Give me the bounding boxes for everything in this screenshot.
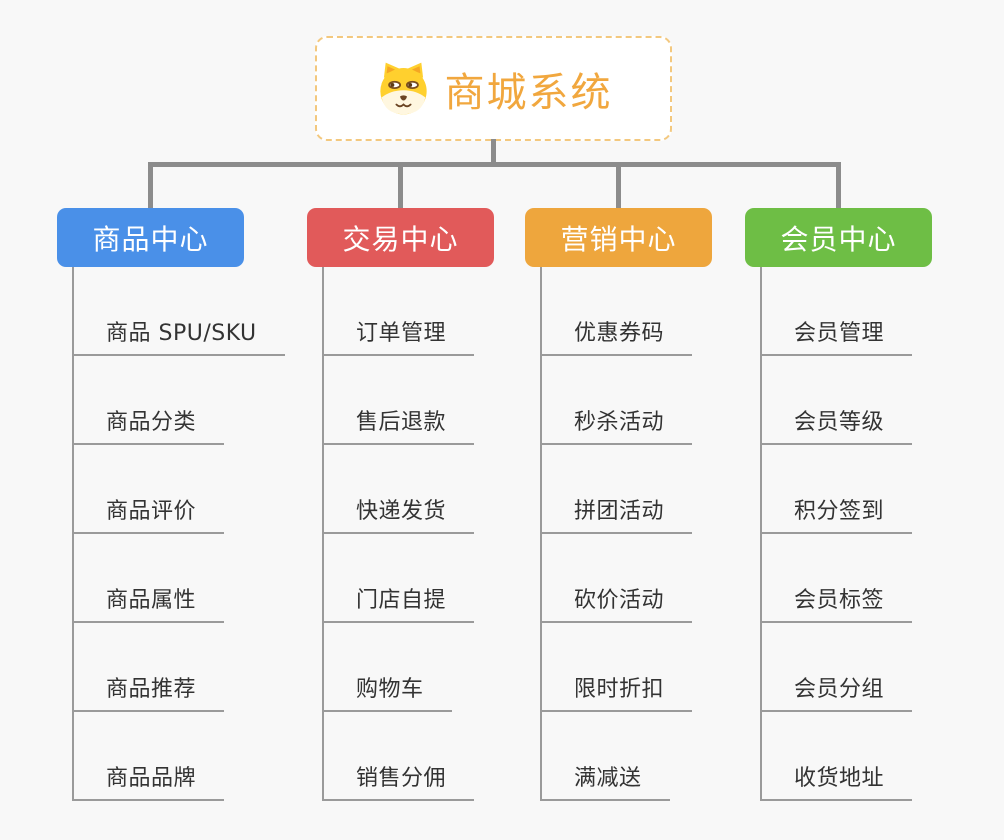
child-node: 积分签到 — [762, 445, 995, 534]
child-node: 收货地址 — [762, 712, 995, 801]
branch-node-product-center[interactable]: 商品中心 — [57, 208, 244, 267]
child-node: 优惠券码 — [542, 267, 775, 356]
child-node: 限时折扣 — [542, 623, 775, 712]
dog-face-icon — [379, 62, 427, 115]
branch-column-marketing-center: 营销中心 优惠券码 秒杀活动 拼团活动 砍价活动 限时折扣 满减送 — [525, 208, 775, 801]
child-node-label[interactable]: 积分签到 — [762, 493, 913, 534]
child-node-label[interactable]: 购物车 — [324, 671, 452, 712]
child-node-label[interactable]: 满减送 — [542, 760, 670, 801]
child-node-label[interactable]: 商品属性 — [74, 582, 225, 623]
branch-column-member-center: 会员中心 会员管理 会员等级 积分签到 会员标签 会员分组 收货地址 — [745, 208, 995, 801]
child-node: 门店自提 — [324, 534, 557, 623]
connector-drop-marketing-center — [616, 162, 621, 208]
child-node-label[interactable]: 商品评价 — [74, 493, 225, 534]
child-node: 售后退款 — [324, 356, 557, 445]
branch-node-marketing-center[interactable]: 营销中心 — [525, 208, 712, 267]
child-node: 商品分类 — [74, 356, 307, 445]
root-node-title: 商城系统 — [444, 69, 613, 116]
child-node-label[interactable]: 秒杀活动 — [542, 404, 693, 445]
connector-root-vertical — [491, 139, 496, 166]
child-node-label[interactable]: 拼团活动 — [542, 493, 693, 534]
child-node-label[interactable]: 售后退款 — [324, 404, 475, 445]
child-node-label[interactable]: 收货地址 — [762, 760, 913, 801]
child-node-label[interactable]: 快递发货 — [324, 493, 475, 534]
child-node-label[interactable]: 门店自提 — [324, 582, 475, 623]
branch-node-member-center[interactable]: 会员中心 — [745, 208, 932, 267]
child-node: 订单管理 — [324, 267, 557, 356]
branch-node-trade-center[interactable]: 交易中心 — [307, 208, 494, 267]
child-node-label[interactable]: 砍价活动 — [542, 582, 693, 623]
branch-children-trade-center: 订单管理 售后退款 快递发货 门店自提 购物车 销售分佣 — [322, 267, 557, 801]
child-node-label[interactable]: 商品分类 — [74, 404, 225, 445]
child-node: 会员分组 — [762, 623, 995, 712]
branch-column-trade-center: 交易中心 订单管理 售后退款 快递发货 门店自提 购物车 销售分佣 — [307, 208, 557, 801]
child-node-label[interactable]: 会员分组 — [762, 671, 913, 712]
child-node-label[interactable]: 优惠券码 — [542, 315, 693, 356]
child-node-label[interactable]: 商品推荐 — [74, 671, 225, 712]
connector-drop-member-center — [836, 162, 841, 208]
child-node-label[interactable]: 销售分佣 — [324, 760, 475, 801]
child-node: 商品评价 — [74, 445, 307, 534]
connector-horizontal-bus — [148, 162, 841, 167]
connector-drop-product-center — [148, 162, 153, 208]
child-node: 会员标签 — [762, 534, 995, 623]
branch-children-marketing-center: 优惠券码 秒杀活动 拼团活动 砍价活动 限时折扣 满减送 — [540, 267, 775, 801]
child-node: 商品属性 — [74, 534, 307, 623]
child-node: 拼团活动 — [542, 445, 775, 534]
child-node-label[interactable]: 限时折扣 — [542, 671, 693, 712]
child-node-label[interactable]: 会员标签 — [762, 582, 913, 623]
branch-column-product-center: 商品中心 商品 SPU/SKU 商品分类 商品评价 商品属性 商品推荐 商品品牌 — [57, 208, 307, 801]
branch-children-product-center: 商品 SPU/SKU 商品分类 商品评价 商品属性 商品推荐 商品品牌 — [72, 267, 307, 801]
child-node: 商品 SPU/SKU — [74, 267, 307, 356]
child-node: 销售分佣 — [324, 712, 557, 801]
child-node-label[interactable]: 商品品牌 — [74, 760, 225, 801]
child-node: 会员等级 — [762, 356, 995, 445]
child-node: 秒杀活动 — [542, 356, 775, 445]
child-node-label[interactable]: 会员管理 — [762, 315, 913, 356]
connector-drop-trade-center — [398, 162, 403, 208]
child-node: 会员管理 — [762, 267, 995, 356]
child-node: 满减送 — [542, 712, 775, 801]
child-node: 快递发货 — [324, 445, 557, 534]
child-node: 砍价活动 — [542, 534, 775, 623]
child-node-label[interactable]: 会员等级 — [762, 404, 913, 445]
child-node: 商品品牌 — [74, 712, 307, 801]
child-node: 商品推荐 — [74, 623, 307, 712]
root-node-mall-system[interactable]: 商城系统 — [315, 36, 672, 141]
child-node: 购物车 — [324, 623, 557, 712]
child-node-label[interactable]: 商品 SPU/SKU — [74, 315, 285, 356]
branch-children-member-center: 会员管理 会员等级 积分签到 会员标签 会员分组 收货地址 — [760, 267, 995, 801]
child-node-label[interactable]: 订单管理 — [324, 315, 475, 356]
